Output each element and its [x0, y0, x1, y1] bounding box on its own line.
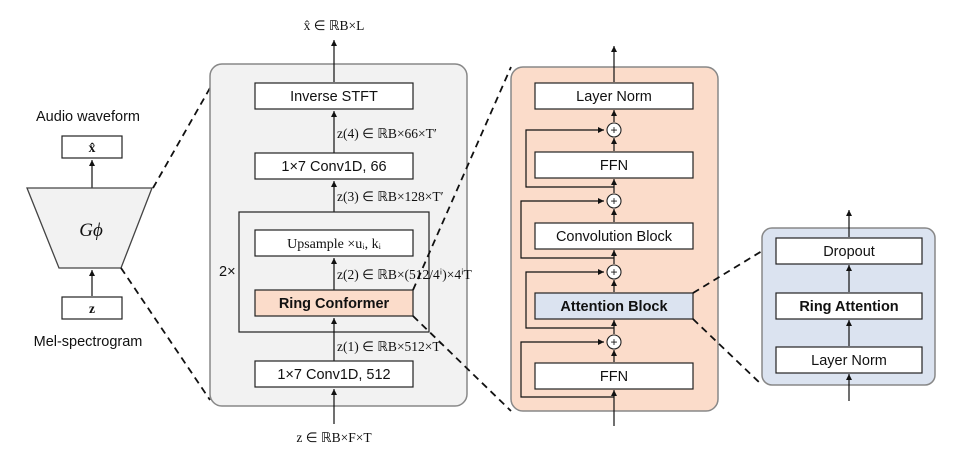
conv66-box — [254, 152, 414, 180]
plus-2-text: + — [610, 265, 617, 279]
ffn-top-box — [534, 151, 694, 179]
x-hat-box — [61, 135, 123, 159]
zoom-line-bottom-2 — [412, 315, 512, 412]
ffn-bottom-box — [534, 362, 694, 390]
skip-ffn-bottom — [520, 339, 614, 398]
x-hat-text: x̂ — [89, 140, 96, 155]
inverse-stft-label: Inverse STFT — [290, 89, 378, 105]
plus-4-text: + — [610, 123, 617, 137]
zoom-line-top-3 — [692, 250, 763, 294]
upsample-box — [254, 229, 414, 257]
skip-attention — [525, 269, 614, 329]
attention-block-label: Attention Block — [560, 299, 668, 315]
upsample-label: Upsample ×uᵢ, kᵢ — [287, 237, 381, 252]
attention-block-box — [534, 292, 694, 320]
zoom-line-top-1 — [152, 87, 211, 189]
skip-ffn-top — [525, 127, 614, 188]
conv512-label: 1×7 Conv1D, 512 — [277, 367, 390, 383]
conv512-box — [254, 360, 414, 388]
conv66-label: 1×7 Conv1D, 66 — [281, 159, 386, 175]
ring-attention-label: Ring Attention — [799, 299, 898, 315]
plus-3-text: + — [610, 194, 617, 208]
repeat-label: 2× — [219, 264, 236, 280]
ffn-top-label: FFN — [600, 158, 628, 174]
residual-plus-1 — [606, 334, 622, 350]
attention-layer-norm-box — [775, 346, 923, 374]
inverse-stft-box — [254, 82, 414, 110]
z1-label: z(1) ∈ ℝB×512×T — [337, 339, 441, 354]
skip-convolution — [520, 198, 614, 259]
mel-spectrogram-label: Mel-spectrogram — [34, 334, 143, 350]
ring-conformer-label: Ring Conformer — [279, 296, 390, 312]
attention-layer-norm-label: Layer Norm — [811, 353, 887, 369]
z2-label: z(2) ∈ ℝB×(512/4ⁱ)×4ⁱT — [337, 267, 472, 282]
audio-waveform-label: Audio waveform — [36, 109, 140, 125]
ring-attention-box — [775, 292, 923, 320]
ring-conformer-box — [254, 289, 414, 317]
residual-plus-3 — [606, 193, 622, 209]
generator-symbol: Gϕ — [79, 220, 103, 241]
z3-label: z(3) ∈ ℝB×128×T′ — [337, 189, 444, 204]
residual-plus-4 — [606, 122, 622, 138]
zoom-line-top-2 — [412, 66, 512, 291]
conformer-layer-norm-label: Layer Norm — [576, 89, 652, 105]
conformer-layer-norm-box — [534, 82, 694, 110]
residual-plus-2 — [606, 264, 622, 280]
dropout-box — [775, 237, 923, 265]
ffn-bottom-label: FFN — [600, 369, 628, 385]
plus-1-text: + — [610, 335, 617, 349]
z-text: z — [89, 301, 95, 316]
dropout-label: Dropout — [823, 244, 875, 260]
zoom-line-bottom-3 — [692, 318, 763, 386]
zoom-line-bottom-1 — [120, 267, 211, 401]
convolution-block-box — [534, 222, 694, 250]
output-label: x̂ ∈ ℝB×L — [304, 18, 365, 33]
convolution-block-label: Convolution Block — [556, 229, 673, 245]
z4-label: z(4) ∈ ℝB×66×T′ — [337, 126, 437, 141]
input-label: z ∈ ℝB×F×T — [296, 430, 372, 445]
z-box — [61, 296, 123, 320]
